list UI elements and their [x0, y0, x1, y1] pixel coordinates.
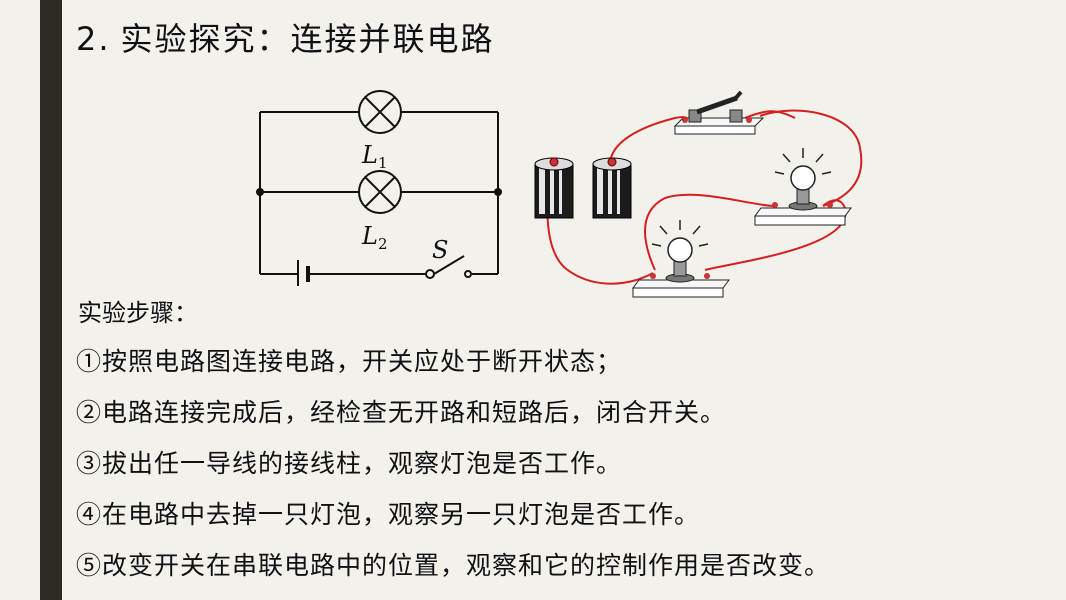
switch-symbol [425, 269, 472, 279]
switch-label: S [432, 236, 448, 264]
junction-dot-right [494, 188, 502, 196]
step-4: ④在电路中去掉一只灯泡，观察另一只灯泡是否工作。 [76, 500, 701, 529]
battery-cell-left [534, 157, 574, 219]
slide-title: 2.实验探究：连接并联电路 [76, 14, 495, 60]
bulb-lower [632, 220, 730, 298]
step-2: ②电路连接完成后，经检查无开路和短路后，闭合开关。 [76, 398, 727, 427]
knife-switch [673, 90, 765, 135]
step-5: ⑤改变开关在串联电路中的位置，观察和它的控制作用是否改变。 [76, 551, 831, 580]
step-1: ①按照电路图连接电路，开关应处于断开状态； [76, 347, 623, 376]
junction-dot-left [256, 188, 264, 196]
physical-circuit-illustration [534, 90, 863, 298]
circuit-schematic: L1 L2 S [256, 90, 502, 286]
title-number: 2. [76, 20, 111, 58]
left-accent-bar [40, 0, 62, 600]
lamp-l1-symbol [358, 90, 402, 134]
battery-cell-right [592, 157, 632, 219]
lamp-l2-symbol [358, 170, 402, 214]
bulb-upper [754, 148, 852, 226]
lamp2-label: L2 [361, 222, 387, 253]
lamp1-label: L1 [361, 141, 387, 172]
steps-heading: 实验步骤： [78, 299, 198, 327]
battery-symbol [297, 260, 310, 286]
step-3: ③拔出任一导线的接线柱，观察灯泡是否工作。 [76, 449, 623, 478]
title-text: 实验探究：连接并联电路 [120, 20, 495, 58]
